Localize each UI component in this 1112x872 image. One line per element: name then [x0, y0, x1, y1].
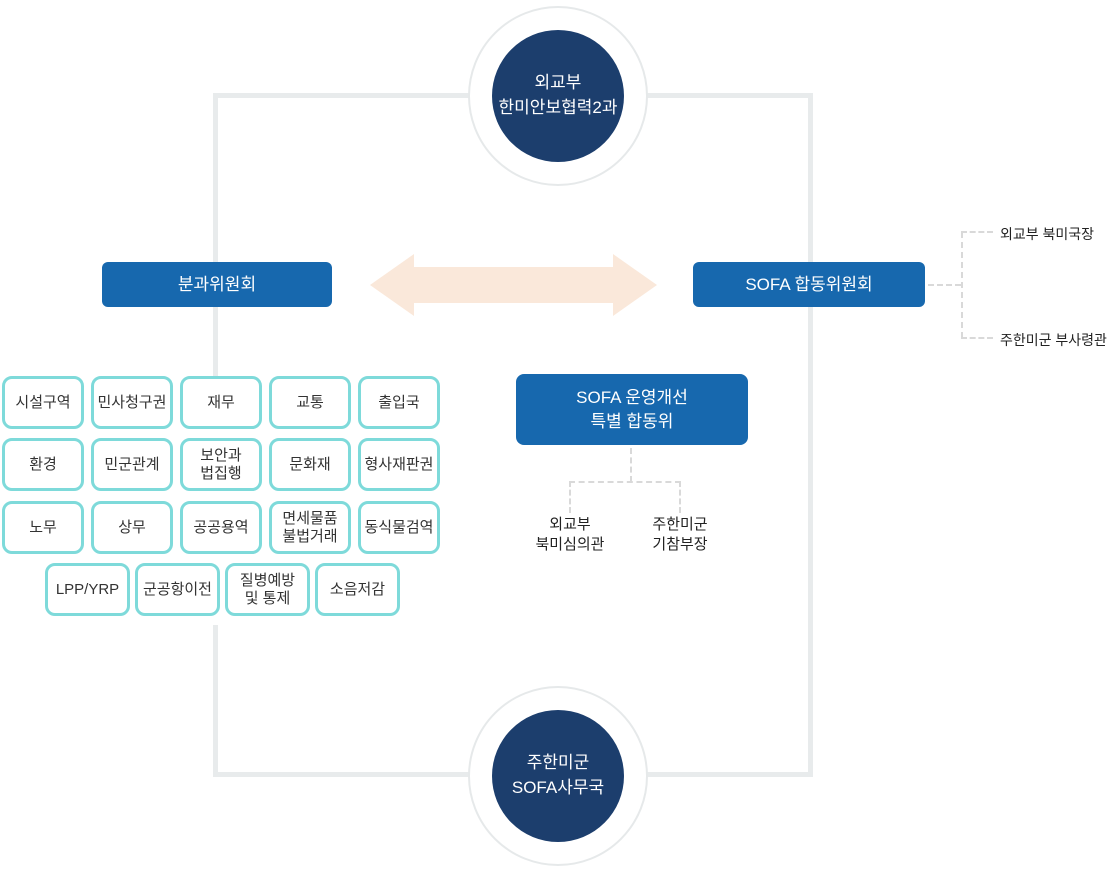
- special-committee-box: SOFA 운영개선 특별 합동위: [516, 374, 748, 445]
- double-arrow-shaft: [412, 267, 615, 303]
- subcommittee-box: 공공용역: [180, 501, 262, 554]
- subcommittee-row-3: 노무 상무 공공용역 면세물품 불법거래 동식물검역: [2, 501, 440, 554]
- subcommittee-box: 노무: [2, 501, 84, 554]
- special-dash-branch: [569, 481, 681, 483]
- bottom-node-circle: 주한미군 SOFA사무국: [492, 710, 624, 842]
- subcommittee-box: 출입국: [358, 376, 440, 429]
- top-node-circle: 외교부 한미안보협력2과: [492, 30, 624, 162]
- subcommittee-box: 상무: [91, 501, 173, 554]
- joint-heads-dash-mid: [928, 284, 961, 286]
- subcommittee-row-4: LPP/YRP 군공항이전 질병예방 및 통제 소음저감: [45, 563, 400, 616]
- joint-head-label-mofa: 외교부 북미국장: [1000, 226, 1095, 242]
- subcommittee-box: 소음저감: [315, 563, 400, 616]
- joint-head-label-usfk: 주한미군 부사령관: [1000, 332, 1107, 348]
- joint-committee-box: SOFA 합동위원회: [693, 262, 925, 307]
- special-dash-stem: [630, 448, 632, 482]
- subcommittee-box: 시설구역: [2, 376, 84, 429]
- subcommittee-box: 문화재: [269, 438, 351, 491]
- special-dash-left: [569, 481, 571, 513]
- subcommittee-box: 보안과 법집행: [180, 438, 262, 491]
- joint-heads-dash-vertical: [961, 232, 963, 338]
- subcommittee-row-1: 시설구역 민사청구권 재무 교통 출입국: [2, 376, 440, 429]
- special-chair-label-usfk: 주한미군 기참부장: [652, 516, 708, 553]
- subcommittee-box: 질병예방 및 통제: [225, 563, 310, 616]
- joint-heads-dash-bottom: [961, 337, 993, 339]
- arrow-head-right-icon: [613, 254, 657, 316]
- subcommittee-box: 민군관계: [91, 438, 173, 491]
- connector-line-left-lower: [213, 625, 218, 777]
- double-arrow: [370, 254, 657, 316]
- subcommittee-box: 환경: [2, 438, 84, 491]
- subcommittee-box: 면세물품 불법거래: [269, 501, 351, 554]
- connector-line-right: [808, 93, 813, 777]
- connector-line-left-upper: [213, 93, 218, 376]
- subcommittee-box: 군공항이전: [135, 563, 220, 616]
- subcommittee-committee-box: 분과위원회: [102, 262, 332, 307]
- special-chair-label-mofa: 외교부 북미심의관: [535, 516, 605, 553]
- subcommittee-box: 동식물검역: [358, 501, 440, 554]
- subcommittee-box: 재무: [180, 376, 262, 429]
- arrow-head-left-icon: [370, 254, 414, 316]
- subcommittee-box: 형사재판권: [358, 438, 440, 491]
- subcommittee-row-2: 환경 민군관계 보안과 법집행 문화재 형사재판권: [2, 438, 440, 491]
- subcommittee-box: 교통: [269, 376, 351, 429]
- subcommittee-box: 민사청구권: [91, 376, 173, 429]
- joint-heads-dash-top: [961, 231, 993, 233]
- special-dash-right: [679, 481, 681, 513]
- subcommittee-box: LPP/YRP: [45, 563, 130, 616]
